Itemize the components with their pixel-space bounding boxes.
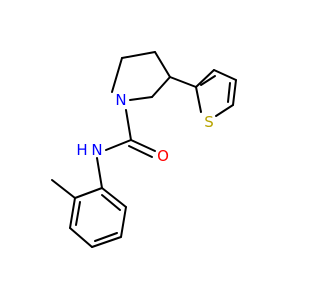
- bond-ar-2: [69, 197, 76, 229]
- atom-label-s: S: [204, 113, 214, 131]
- atom-label-ring-n: N: [115, 91, 126, 109]
- bond-ar-2-inner: [75, 201, 81, 226]
- bond-th-c2-c3: [195, 69, 215, 88]
- carboxamide-group: [96, 109, 156, 189]
- bond-ar-5: [120, 206, 127, 238]
- atom-label-amide-h: H: [76, 141, 87, 159]
- bond-ar-6-inner: [101, 194, 121, 211]
- bond-ring-c4-c3: [154, 51, 171, 78]
- thiophene-ring: [195, 69, 237, 117]
- bond-c-nh: [105, 139, 132, 151]
- bond-ar-6: [101, 187, 127, 208]
- atom-label-o: O: [157, 147, 169, 165]
- bond-c-o: [130, 139, 156, 152]
- bond-n-carbonyl: [125, 109, 132, 141]
- tolyl-ring: [51, 179, 127, 248]
- bond-ar-4-inner: [94, 232, 118, 242]
- bond-th-c2-c3-double: [200, 75, 216, 86]
- pyrrolidine-ring: [111, 51, 171, 101]
- bond-ar-3: [69, 227, 93, 248]
- bond-ar-1: [74, 187, 103, 199]
- bond-th-c4-c5-double: [227, 82, 231, 103]
- bond-th-s-c2: [195, 86, 202, 113]
- bond-ring-c5-c4: [121, 51, 156, 59]
- molecule-diagram: N S O N H: [51, 51, 237, 248]
- bond-ring-c3-c2: [151, 76, 171, 98]
- bond-ring-n-c5: [111, 57, 123, 93]
- bond-methyl: [51, 179, 76, 199]
- bond-th-c4-c5: [232, 79, 237, 106]
- bond-ring-to-thiophene: [169, 76, 197, 88]
- bond-ring-c2-n: [129, 96, 153, 101]
- bond-th-c5-s: [215, 104, 234, 117]
- bond-ar-4: [91, 236, 122, 248]
- atom-label-amide-n: N: [91, 141, 102, 159]
- bond-th-c3-c4: [213, 69, 237, 81]
- structure-canvas: N S O N H: [51, 51, 237, 248]
- bond-nh-aryl: [96, 157, 103, 189]
- bond-c-o-double: [128, 145, 153, 158]
